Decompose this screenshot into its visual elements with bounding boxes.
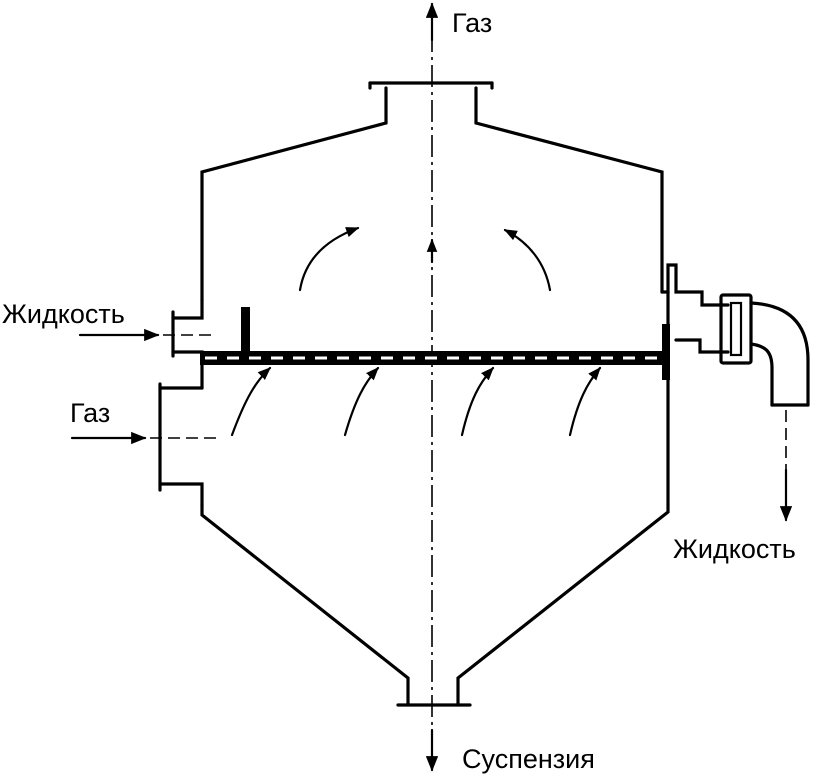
label-suspension-out: Суспензия — [462, 744, 595, 774]
left-wall — [158, 298, 204, 507]
overflow-pipe — [719, 293, 810, 522]
lower-flow-arrows — [230, 366, 602, 437]
upper-flow-arrows — [298, 226, 552, 292]
label-gas-in: Газ — [70, 398, 110, 428]
label-liquid-out: Жидкость — [673, 534, 796, 564]
right-wall — [660, 263, 730, 507]
perforated-plate — [200, 307, 670, 380]
top-nozzle — [368, 81, 494, 125]
label-gas-out: Газ — [452, 8, 492, 38]
upper-cone — [200, 121, 664, 302]
label-liquid-in: Жидкость — [2, 299, 125, 329]
lower-cone — [200, 503, 670, 707]
